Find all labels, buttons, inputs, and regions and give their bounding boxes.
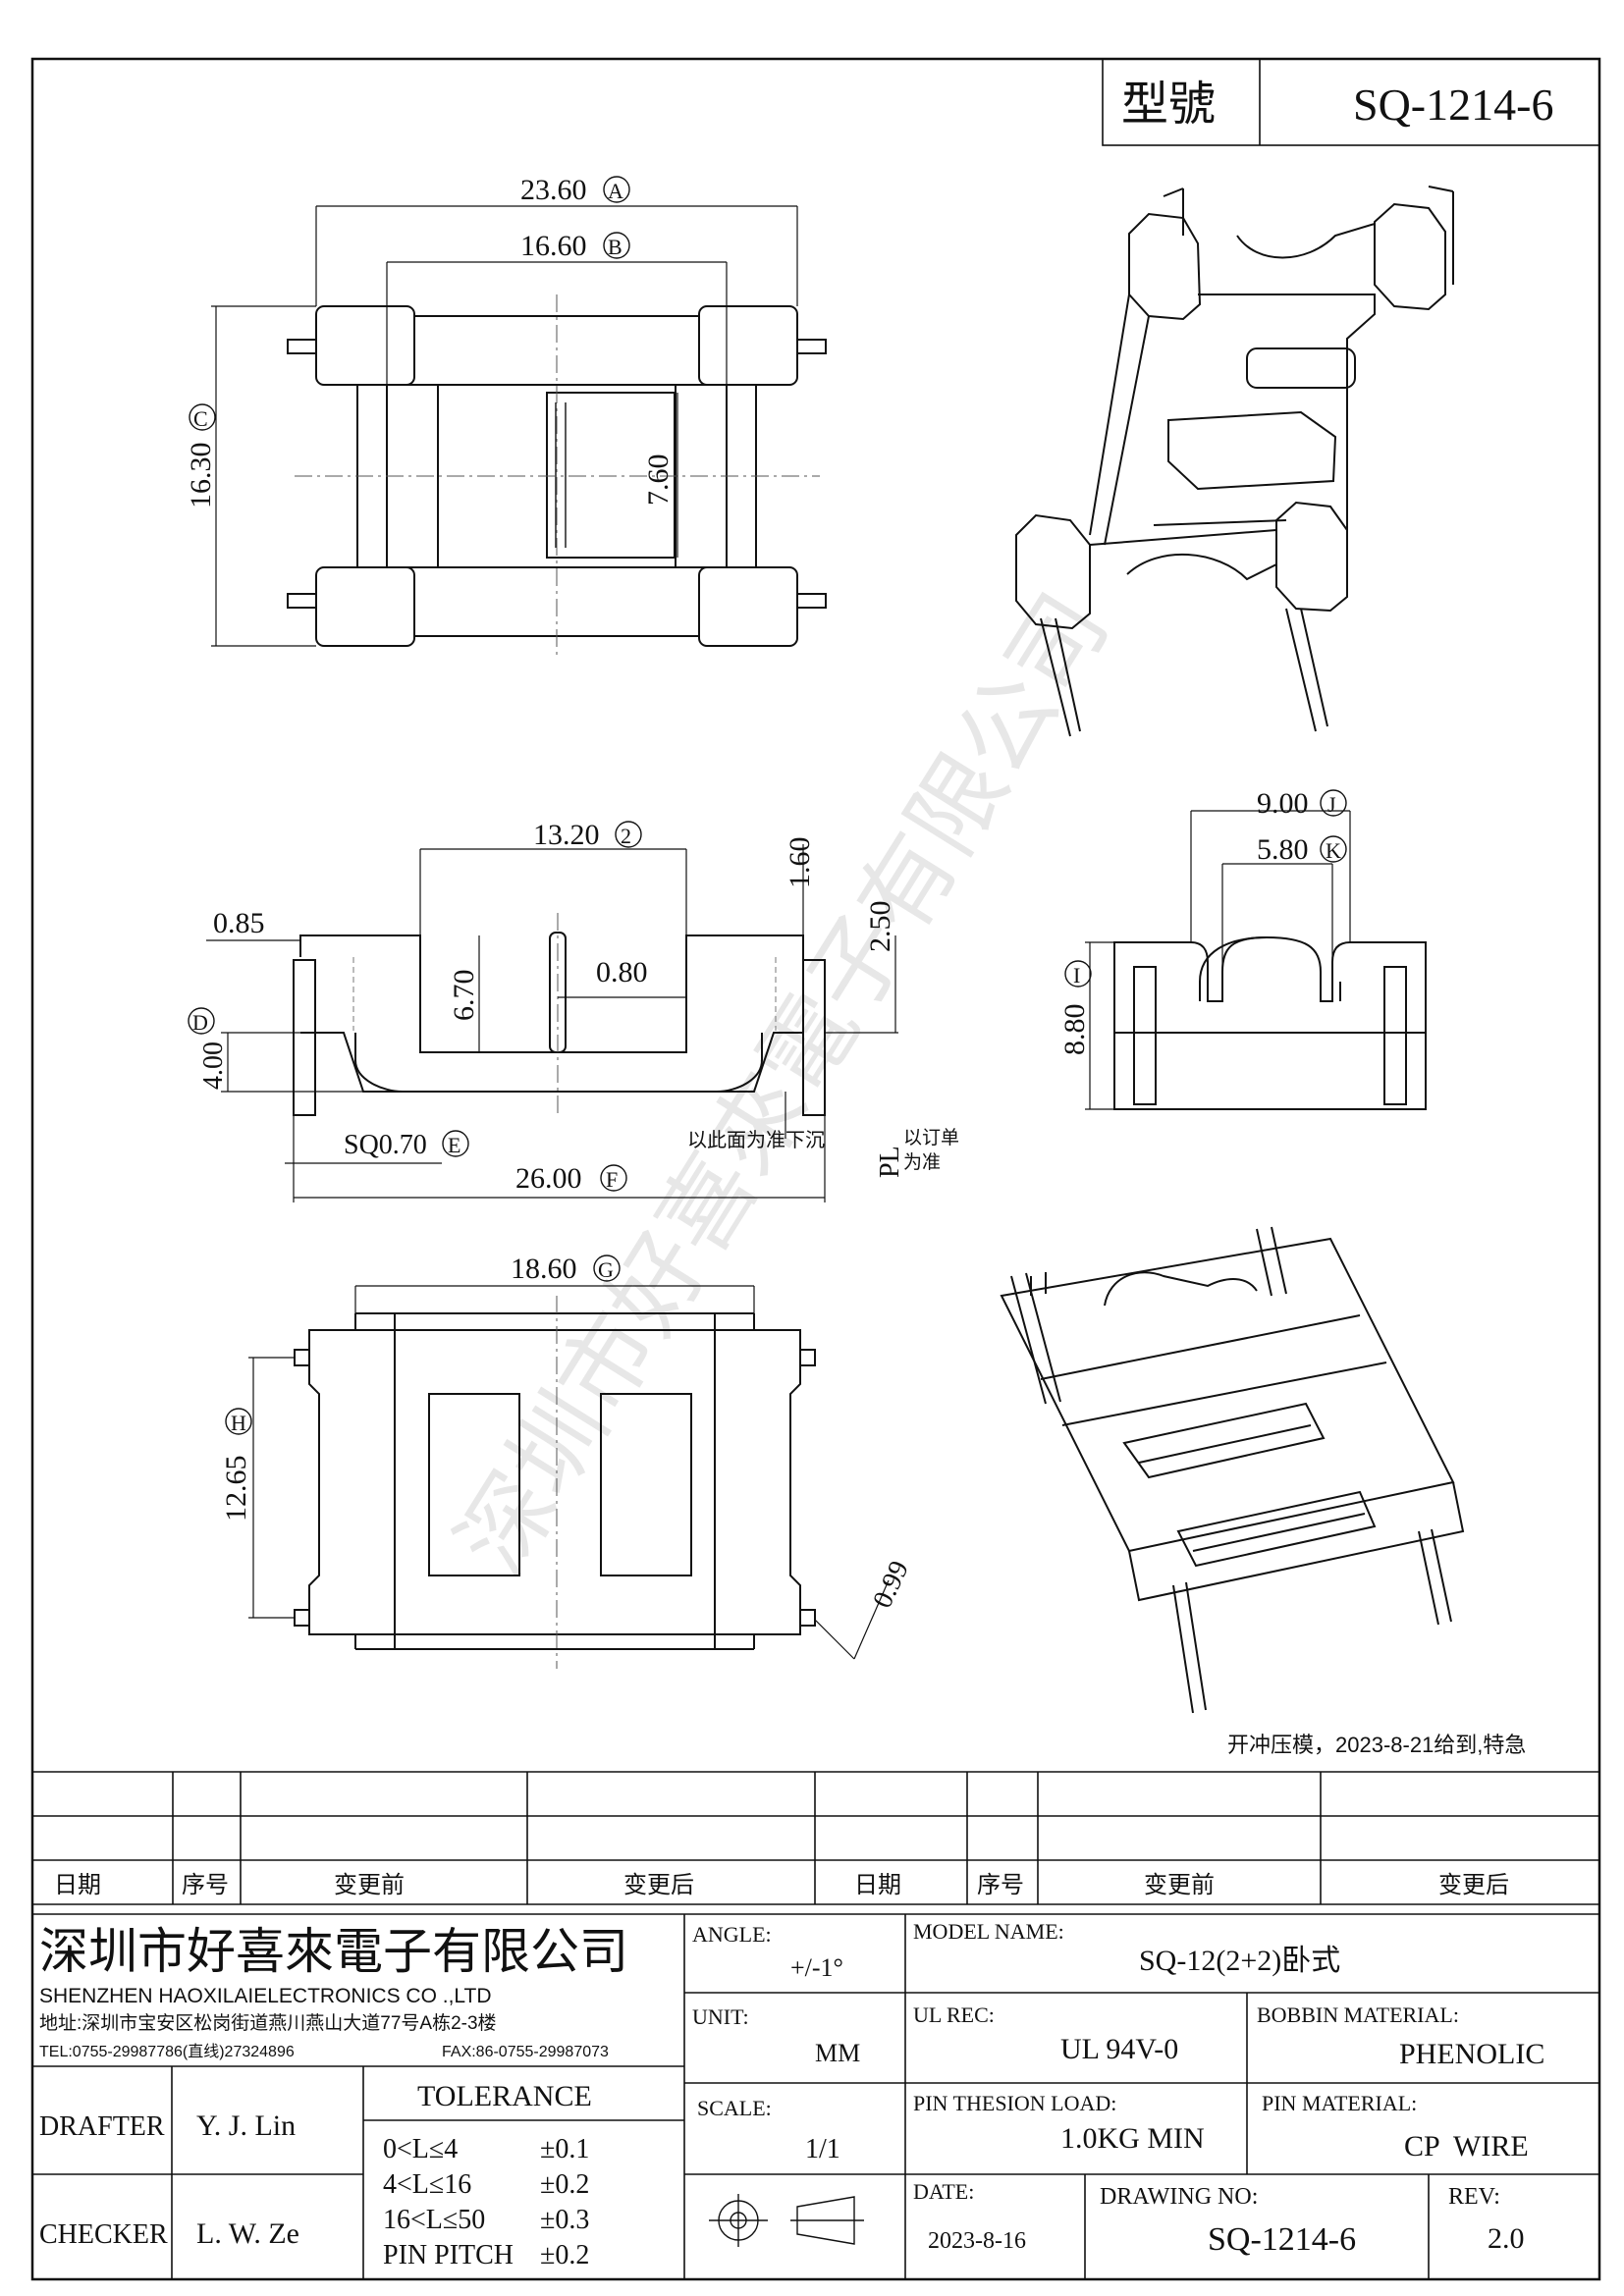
note-sink: 以此面为准下沉 (687, 1129, 825, 1151)
dim-c-value: 16.30 (185, 443, 217, 509)
company-name-cn: 深圳市好喜來電子有限公司 (39, 1924, 628, 1979)
company-address: 地址:深圳市宝安区松岗街道燕川燕山大道77号A栋2-3楼 (39, 2012, 497, 2034)
tolerance-range-2: 4<L≤16 (383, 2169, 471, 2200)
dim-g-value: 18.60 (511, 1253, 577, 1285)
tolerance-title: TOLERANCE (417, 2080, 592, 2112)
scale-label: SCALE: (697, 2096, 772, 2120)
model-header: 型號 SQ-1214-6 (1102, 58, 1600, 146)
dim-inner-value: 7.60 (642, 454, 675, 507)
dim-a-value: 23.60 (520, 174, 587, 206)
rev-label: REV: (1448, 2184, 1500, 2210)
model-name-value: SQ-12(2+2)卧式 (1139, 1945, 1340, 1977)
end-view (1085, 810, 1427, 1110)
dim-2-value: 13.20 (533, 819, 600, 851)
ul-label: UL REC: (913, 2002, 995, 2027)
revision-note: 开冲压模，2023-8-21给到,特急 (1227, 1733, 1526, 1757)
dim-a-tag: A (608, 179, 623, 203)
pin-load-value: 1.0KG MIN (1060, 2122, 1205, 2155)
dim-h-value: 12.65 (220, 1456, 252, 1522)
dim-k-value: 5.80 (1257, 833, 1309, 866)
title-block-grid (32, 1913, 1599, 2279)
dim-d-tag: D (192, 1010, 208, 1035)
dim-f-tag: F (606, 1167, 618, 1192)
rev-header-after-2: 变更后 (1438, 1872, 1509, 1898)
dim-099-value: 0.99 (867, 1556, 915, 1613)
rev-header-no-1: 序号 (182, 1872, 229, 1898)
date-label: DATE: (913, 2179, 974, 2204)
iso-view-top (1015, 186, 1454, 737)
dim-2-tag: 2 (621, 824, 631, 848)
dim-670-value: 6.70 (448, 970, 480, 1022)
bobbin-material-label: BOBBIN MATERIAL: (1257, 2002, 1459, 2027)
pl-label: PL (875, 1146, 905, 1178)
tolerance-range-1: 0<L≤4 (383, 2134, 458, 2164)
rev-header-before-1: 变更前 (334, 1872, 405, 1898)
revision-table (32, 1771, 1599, 1905)
tolerance-value-2: ±0.2 (540, 2169, 589, 2200)
rev-header-date-1: 日期 (54, 1872, 101, 1898)
drafter-label: DRAFTER (39, 2111, 165, 2142)
watermark: 深圳市好喜來電子有限公司 (437, 575, 1129, 1592)
rev-header-before-2: 变更前 (1144, 1872, 1215, 1898)
dim-i-value: 8.80 (1058, 1004, 1091, 1056)
tolerance-range-4: PIN PITCH (383, 2240, 514, 2270)
iso-view-bottom (1000, 1226, 1465, 1714)
dim-j-value: 9.00 (1257, 787, 1309, 820)
tolerance-value-3: ±0.3 (540, 2205, 589, 2235)
dim-400-value: 4.00 (198, 1041, 229, 1090)
tolerance-value-1: ±0.1 (540, 2134, 589, 2164)
company-name-en: SHENZHEN HAOXILAIELECTRONICS CO .,LTD (39, 1985, 492, 2007)
model-name-label: MODEL NAME: (913, 1919, 1064, 1944)
model-value: SQ-1214-6 (1353, 80, 1553, 130)
side-view (206, 844, 898, 1202)
dim-250-value: 2.50 (864, 901, 896, 953)
rev-header-no-2: 序号 (977, 1872, 1024, 1898)
date-value: 2023-8-16 (928, 2228, 1026, 2254)
ul-value: UL 94V-0 (1060, 2033, 1178, 2065)
dim-085-value: 0.85 (213, 907, 265, 939)
checker-label: CHECKER (39, 2219, 168, 2250)
drafter-value: Y. J. Lin (196, 2109, 296, 2142)
dim-j-tag: J (1327, 792, 1336, 817)
drawing-no-value: SQ-1214-6 (1208, 2221, 1356, 2258)
dim-b-value: 16.60 (520, 230, 587, 262)
dim-h-tag: H (231, 1411, 246, 1435)
checker-value: L. W. Ze (196, 2217, 299, 2250)
model-label: 型號 (1121, 79, 1216, 131)
dim-i-tag: I (1073, 963, 1080, 988)
top-view (211, 205, 827, 660)
bobbin-material-value: PHENOLIC (1399, 2038, 1544, 2070)
rev-header-after-1: 变更后 (623, 1872, 694, 1898)
pin-material-label: PIN MATERIAL: (1262, 2091, 1417, 2115)
tolerance-value-4: ±0.2 (540, 2240, 589, 2270)
dim-160-value: 1.60 (784, 837, 816, 889)
angle-label: ANGLE: (692, 1922, 772, 1947)
dim-sq-value: SQ0.70 (344, 1130, 427, 1160)
rev-value: 2.0 (1488, 2222, 1525, 2255)
dim-e-tag: E (448, 1133, 460, 1157)
dim-c-tag: C (193, 406, 208, 431)
drawing-no-label: DRAWING NO: (1100, 2184, 1258, 2210)
unit-value: MM (815, 2039, 860, 2067)
note-pl-2: 为准 (903, 1151, 941, 1173)
sheet-frame (30, 57, 1601, 2281)
pin-material-value: CP WIRE (1404, 2130, 1529, 2163)
angle-value: +/-1° (790, 1953, 843, 1982)
pin-load-label: PIN THESION LOAD: (913, 2091, 1116, 2115)
scale-value: 1/1 (805, 2134, 840, 2164)
unit-label: UNIT: (692, 2004, 749, 2029)
company-tel: TEL:0755-29987786(直线)27324896 (39, 2043, 295, 2060)
company-fax: FAX:86-0755-29987073 (442, 2044, 609, 2060)
dim-b-tag: B (608, 235, 623, 259)
tolerance-range-3: 16<L≤50 (383, 2205, 485, 2235)
note-pl-1: 以订单 (903, 1127, 959, 1148)
dim-g-tag: G (598, 1257, 614, 1282)
rev-header-date-2: 日期 (854, 1872, 901, 1898)
dim-080-value: 0.80 (596, 956, 648, 988)
dim-k-tag: K (1326, 838, 1341, 863)
dim-f-value: 26.00 (515, 1162, 582, 1195)
bottom-view (248, 1285, 890, 1669)
